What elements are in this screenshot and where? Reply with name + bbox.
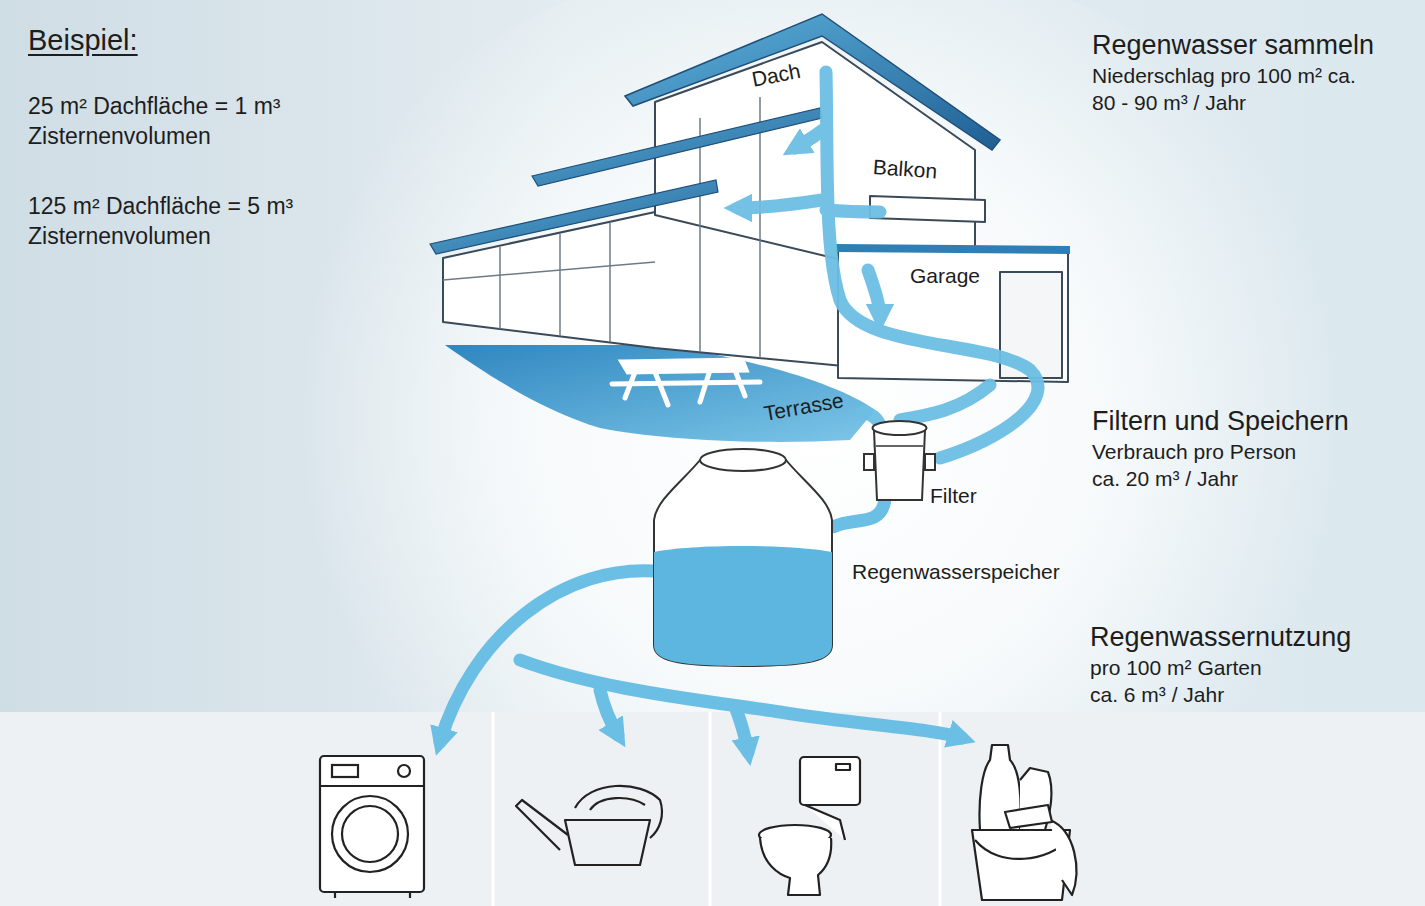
section-heading: Regenwasser sammeln xyxy=(1092,28,1374,63)
filter: Filter xyxy=(862,416,937,502)
filter-outline xyxy=(862,416,937,502)
section-note: Niederschlag pro 100 m² ca. 80 - 90 m³ /… xyxy=(1092,62,1360,117)
section-heading: Filtern und Speichern xyxy=(1092,404,1349,439)
section-heading: Regenwassernutzung xyxy=(1090,620,1351,655)
example-note: 25 m² Dachfläche = 1 m³ Zisternenvolumen xyxy=(28,92,298,152)
section-note: pro 100 m² Garten ca. 6 m³ / Jahr xyxy=(1090,654,1295,709)
section-note: Verbrauch pro Person ca. 20 m³ / Jahr xyxy=(1092,438,1320,493)
node-label: Filter xyxy=(930,484,977,508)
rainwater-tank-outline xyxy=(652,440,834,668)
part-label: Garage xyxy=(910,262,980,289)
rainwater-tank: Regenwasserspeicher xyxy=(652,440,834,668)
heading: Beispiel: xyxy=(28,22,138,60)
node-label: Regenwasserspeicher xyxy=(852,560,1060,584)
water-flow xyxy=(834,502,885,527)
part-label: Balkon xyxy=(872,153,938,185)
example-note: 125 m² Dachfläche = 5 m³ Zisternenvolume… xyxy=(28,192,313,252)
